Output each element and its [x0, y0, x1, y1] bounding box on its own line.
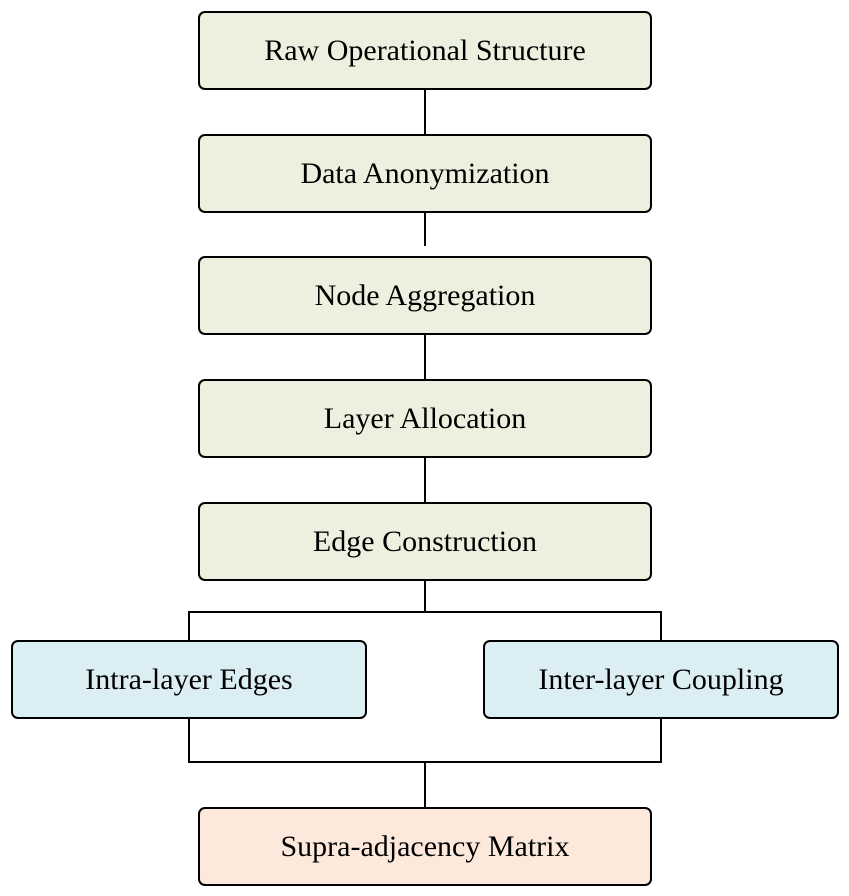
branch-label: Inter-layer Coupling — [538, 662, 784, 696]
output-label: Supra-adjacency Matrix — [280, 829, 570, 863]
step-edge-construction: Edge Construction — [198, 502, 652, 581]
step-label: Data Anonymization — [300, 156, 550, 190]
output-supra-adjacency-matrix: Supra-adjacency Matrix — [198, 807, 652, 886]
connector-split-bar — [188, 611, 662, 640]
step-label: Node Aggregation — [314, 278, 536, 312]
step-label: Layer Allocation — [323, 401, 527, 435]
step-node-aggregation: Node Aggregation — [198, 256, 652, 335]
step-layer-allocation: Layer Allocation — [198, 379, 652, 458]
step-label: Edge Construction — [312, 524, 538, 558]
branch-label: Intra-layer Edges — [85, 662, 293, 696]
step-data-anonymization: Data Anonymization — [198, 134, 652, 213]
step-raw-operational-structure: Raw Operational Structure — [198, 11, 652, 90]
step-label: Raw Operational Structure — [264, 33, 586, 67]
branch-inter-layer-coupling: Inter-layer Coupling — [483, 640, 839, 719]
connector-merge-bar — [188, 719, 662, 763]
branch-intra-layer-edges: Intra-layer Edges — [11, 640, 367, 719]
